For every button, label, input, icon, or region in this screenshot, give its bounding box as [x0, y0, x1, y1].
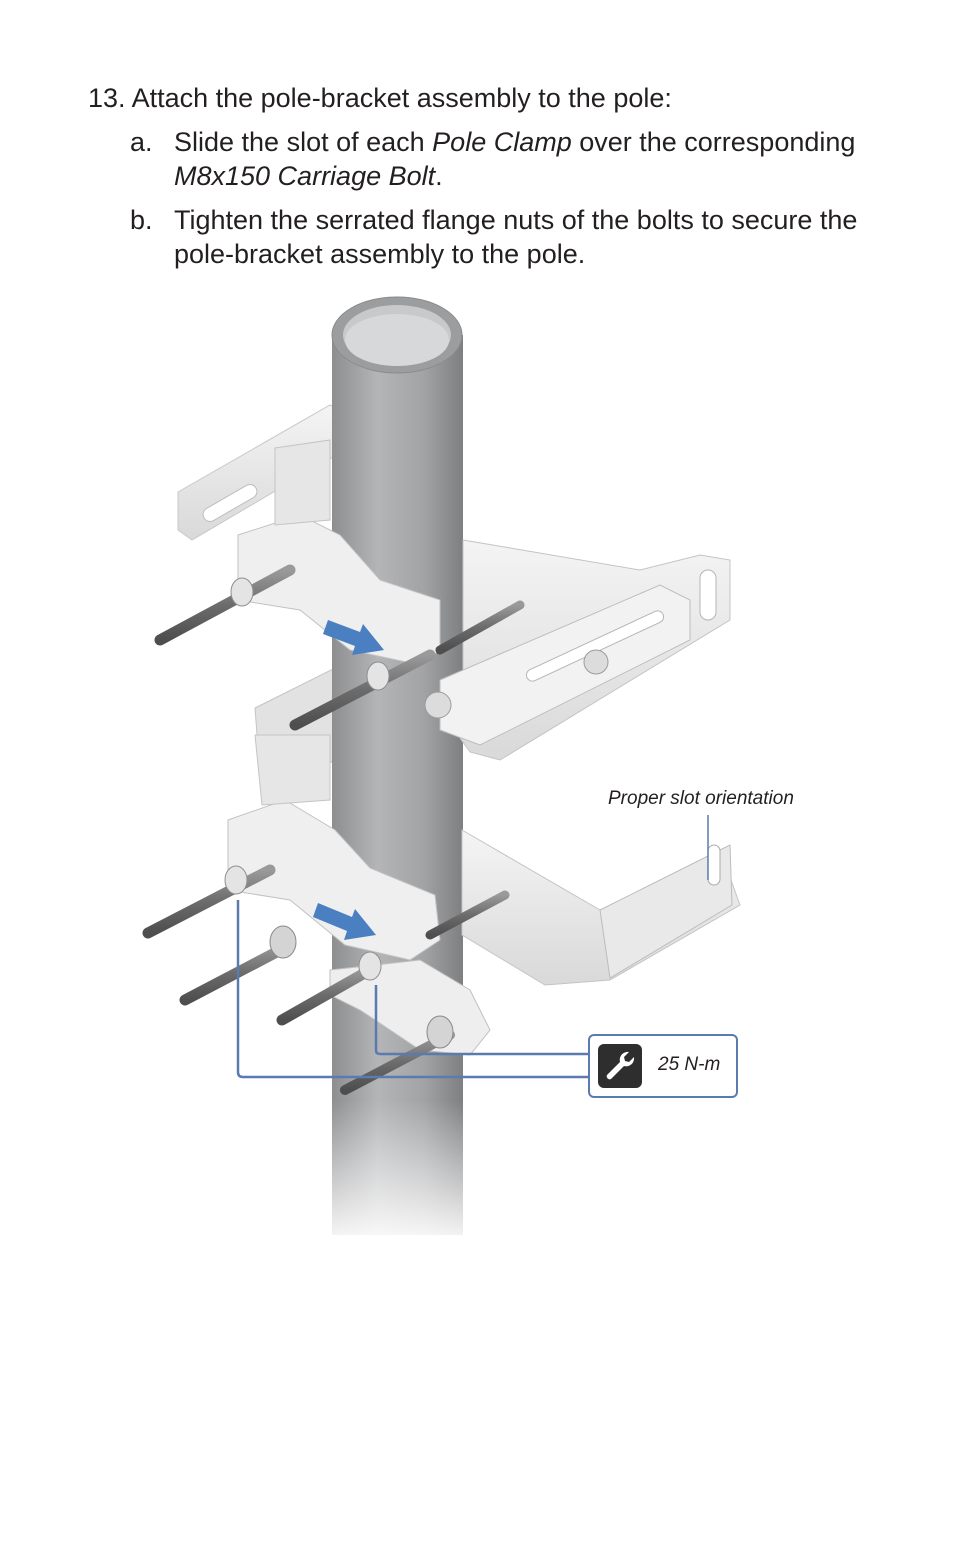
part-name-carriage-bolt: M8x150 Carriage Bolt: [174, 161, 436, 191]
pole-bracket-illustration: [142, 296, 741, 1235]
upper-front-bracket: [424, 539, 731, 761]
substep-letter: a.: [130, 127, 153, 157]
part-name-pole-clamp: Pole Clamp: [432, 127, 572, 157]
torque-leader-outer: [236, 900, 590, 1079]
step-13: 13. Attach the pole-bracket assembly to …: [88, 80, 888, 116]
slot-orientation-callout: Proper slot orientation: [608, 788, 794, 809]
torque-spec-box: 25 N-m: [588, 1034, 738, 1098]
torque-leader-inner: [374, 985, 590, 1056]
torque-value: 25 N-m: [658, 1054, 721, 1075]
wrench-icon: [598, 1044, 642, 1088]
pole: [331, 296, 463, 1235]
upper-bolts: [154, 564, 525, 731]
lower-front-bracket: [461, 829, 741, 986]
upper-slide-arrow: [323, 620, 384, 655]
step-number: 13.: [88, 83, 126, 113]
text-segment: over the corresponding: [571, 127, 856, 157]
substep-text: Tighten the serrated flange nuts of the …: [174, 205, 858, 269]
substep-text: Slide the slot of each Pole Clamp over t…: [174, 125, 874, 193]
step-text: Attach the pole-bracket assembly to the …: [131, 83, 672, 113]
text-segment: .: [435, 161, 443, 191]
text-segment: Slide the slot of each: [174, 127, 433, 157]
lower-slide-arrow: [313, 903, 376, 940]
substep-letter: b.: [130, 205, 153, 235]
